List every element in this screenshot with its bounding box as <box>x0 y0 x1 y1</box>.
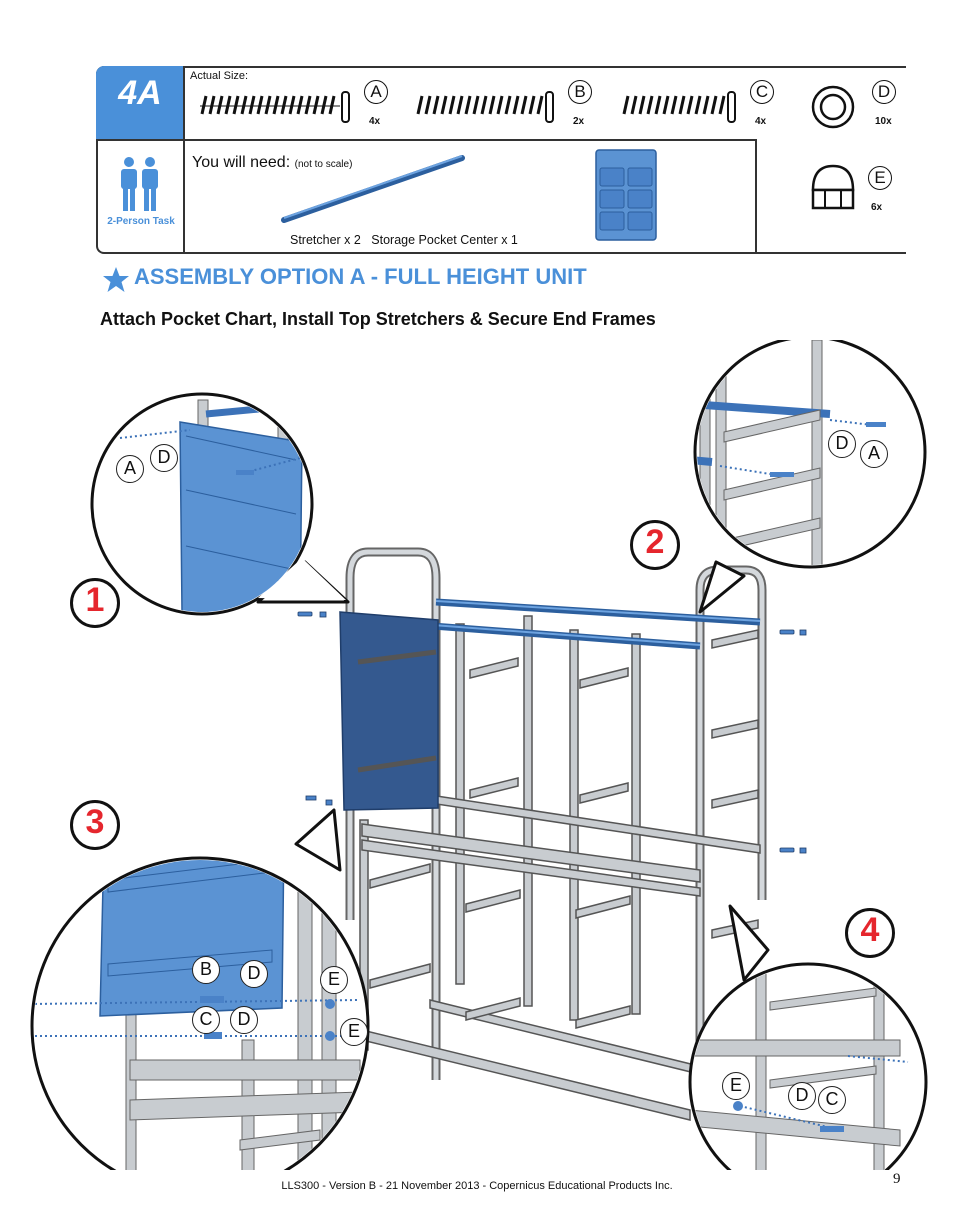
assembly-illustration <box>30 340 928 1170</box>
hardware-d-letter: D <box>872 80 896 104</box>
screw-b-icon <box>416 91 554 123</box>
hardware-d-qty: 10x <box>875 116 892 127</box>
cap-nut-icon <box>811 164 855 210</box>
hardware-e-letter: E <box>868 166 892 190</box>
page-number: 9 <box>893 1171 901 1187</box>
detail1-callout-d: D <box>150 444 178 472</box>
star-icon <box>103 267 129 292</box>
you-will-need-label: You will need: <box>192 154 291 171</box>
detail4-callout-d: D <box>788 1082 816 1110</box>
detail3-callout-e2: E <box>340 1018 368 1046</box>
header-left-divider <box>183 66 185 254</box>
header-right-divider <box>755 139 757 254</box>
footer-text: LLS300 - Version B - 21 November 2013 - … <box>281 1180 673 1192</box>
detail2-callout-a: A <box>860 440 888 468</box>
step-number-4: 4 <box>845 908 895 958</box>
stretcher-bar-icon <box>281 155 465 223</box>
detail-3-bubble <box>30 808 370 1170</box>
header-divider <box>96 139 756 141</box>
not-to-scale-label: (not to scale) <box>294 159 353 170</box>
detail1-callout-a: A <box>116 455 144 483</box>
detail-1-bubble <box>90 392 350 616</box>
screw-c-icon <box>622 91 736 123</box>
washer-icon <box>811 85 855 129</box>
hardware-b-qty: 2x <box>573 116 585 127</box>
step-number-2: 2 <box>630 520 680 570</box>
detail-4-bubble <box>688 904 928 1170</box>
actual-size-screws <box>200 91 736 123</box>
screw-a-icon <box>200 91 350 123</box>
section-title: ASSEMBLY OPTION A - FULL HEIGHT UNIT <box>134 264 587 289</box>
detail3-callout-d: D <box>240 960 268 988</box>
parts-header-box <box>96 66 906 254</box>
detail4-callout-e: E <box>722 1072 750 1100</box>
hardware-c-letter: C <box>750 80 774 104</box>
step-number-3: 3 <box>70 800 120 850</box>
two-person-icon <box>121 157 158 211</box>
detail3-callout-b: B <box>192 956 220 984</box>
step-label: 4A <box>118 74 162 112</box>
person-task-label: 2-Person Task <box>107 216 175 227</box>
hardware-a-qty: 4x <box>369 116 381 127</box>
detail-2-bubble <box>693 340 927 614</box>
detail3-callout-d2: D <box>230 1006 258 1034</box>
detail4-callout-c: C <box>818 1086 846 1114</box>
hardware-b-letter: B <box>568 80 592 104</box>
hardware-e-qty: 6x <box>871 202 883 213</box>
hardware-a-letter: A <box>364 80 388 104</box>
detail2-callout-d: D <box>828 430 856 458</box>
step-subtitle: Attach Pocket Chart, Install Top Stretch… <box>100 309 656 329</box>
parts-caption: Stretcher x 2 Storage Pocket Center x 1 <box>290 233 518 247</box>
actual-size-label: Actual Size: <box>190 70 249 82</box>
you-will-need: You will need: (not to scale) <box>192 154 352 172</box>
detail3-callout-e: E <box>320 966 348 994</box>
step-number-1: 1 <box>70 578 120 628</box>
hardware-c-qty: 4x <box>755 116 767 127</box>
step-cell <box>96 66 184 140</box>
detail3-callout-c: C <box>192 1006 220 1034</box>
storage-pocket-icon <box>595 149 657 241</box>
